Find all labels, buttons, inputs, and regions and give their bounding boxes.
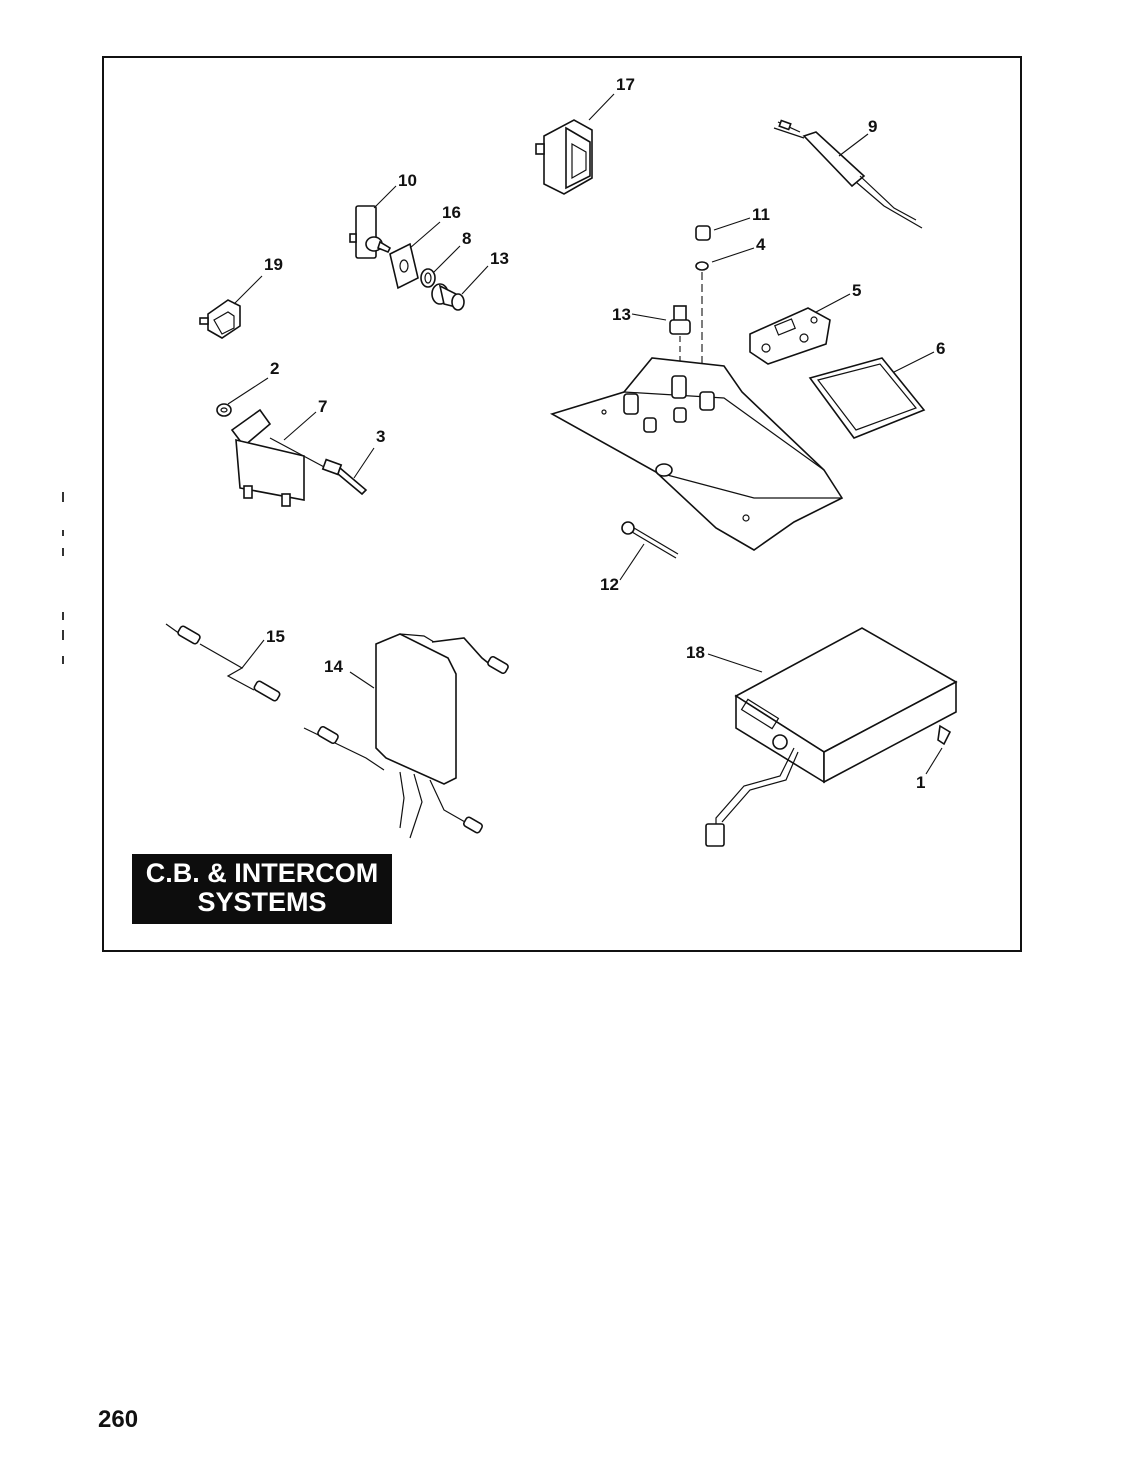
leader-line (349, 671, 375, 689)
part-ring (420, 268, 436, 288)
figure-title-line-2: SYSTEMS (197, 887, 327, 917)
part-console-housing (549, 357, 844, 551)
part-lead (165, 623, 281, 702)
exploded-parts-diagram: 17 9 10 16 8 13 19 (102, 56, 1022, 952)
leader-line (588, 93, 615, 121)
callout-10: 10 (398, 171, 417, 190)
part-module-bracket (230, 408, 305, 507)
part-screw (937, 724, 952, 746)
part-toggle-switch (349, 205, 392, 259)
part-faceplate (749, 307, 831, 365)
part-wire-pigtail (773, 119, 923, 229)
leader-line (707, 653, 763, 673)
callout-8: 8 (462, 229, 471, 248)
margin-mark (62, 656, 64, 664)
leader-line (815, 293, 851, 313)
figure-title-block: C.B. & INTERCOM SYSTEMS (132, 854, 392, 924)
margin-mark (62, 612, 64, 620)
leader-line (619, 543, 645, 581)
callout-6: 6 (936, 339, 945, 358)
callout-19: 19 (264, 255, 283, 274)
callout-11: 11 (752, 205, 770, 224)
part-gasket (808, 357, 926, 439)
leader-line (353, 447, 375, 479)
part-probe (269, 437, 368, 496)
margin-mark (62, 630, 64, 640)
callout-3: 3 (376, 427, 385, 446)
callout-13-center: 13 (612, 305, 631, 324)
page-number: 260 (98, 1406, 139, 1433)
leader-line (233, 275, 263, 305)
callout-2: 2 (270, 359, 279, 378)
margin-mark (62, 548, 64, 556)
margin-mark (62, 530, 64, 536)
part-knob-left (431, 283, 465, 311)
part-small-rocker (199, 299, 241, 339)
leader-line (373, 185, 397, 209)
leader-line (893, 351, 935, 373)
part-switch-plate (389, 242, 419, 290)
callout-7: 7 (318, 397, 327, 416)
leader-line (713, 217, 751, 231)
diagram-canvas: 17 9 10 16 8 13 19 (165, 75, 958, 847)
margin-mark (62, 492, 64, 502)
callout-13-left: 13 (490, 249, 509, 268)
callout-18: 18 (686, 643, 705, 662)
callout-15: 15 (266, 627, 285, 646)
leader-line (631, 313, 667, 321)
leader-line (433, 245, 461, 273)
part-ring-inner (424, 272, 432, 284)
part-intercom-box (303, 633, 509, 839)
leader-line (227, 377, 269, 405)
callout-12: 12 (600, 575, 619, 594)
part-rocker-switch (535, 119, 593, 195)
callout-1: 1 (916, 773, 925, 792)
leader-line (241, 639, 265, 669)
callout-16: 16 (442, 203, 461, 222)
leader-line (409, 221, 441, 249)
part-cap (695, 225, 711, 241)
part-washer (216, 403, 232, 417)
callout-5: 5 (852, 281, 861, 300)
leader-line (838, 133, 869, 157)
part-cb-radio-unit (705, 627, 958, 847)
callout-9: 9 (868, 117, 877, 136)
callout-14: 14 (324, 657, 343, 676)
figure-title-line-1: C.B. & INTERCOM (145, 858, 379, 888)
leader-line (925, 747, 943, 775)
leader-line (461, 265, 489, 295)
leader-line (283, 411, 317, 441)
part-cable-tie (621, 521, 679, 559)
callout-17: 17 (616, 75, 635, 94)
part-knob-center (669, 305, 691, 335)
leader-line (711, 247, 755, 263)
part-o-ring (695, 261, 709, 271)
callout-4: 4 (756, 235, 766, 254)
